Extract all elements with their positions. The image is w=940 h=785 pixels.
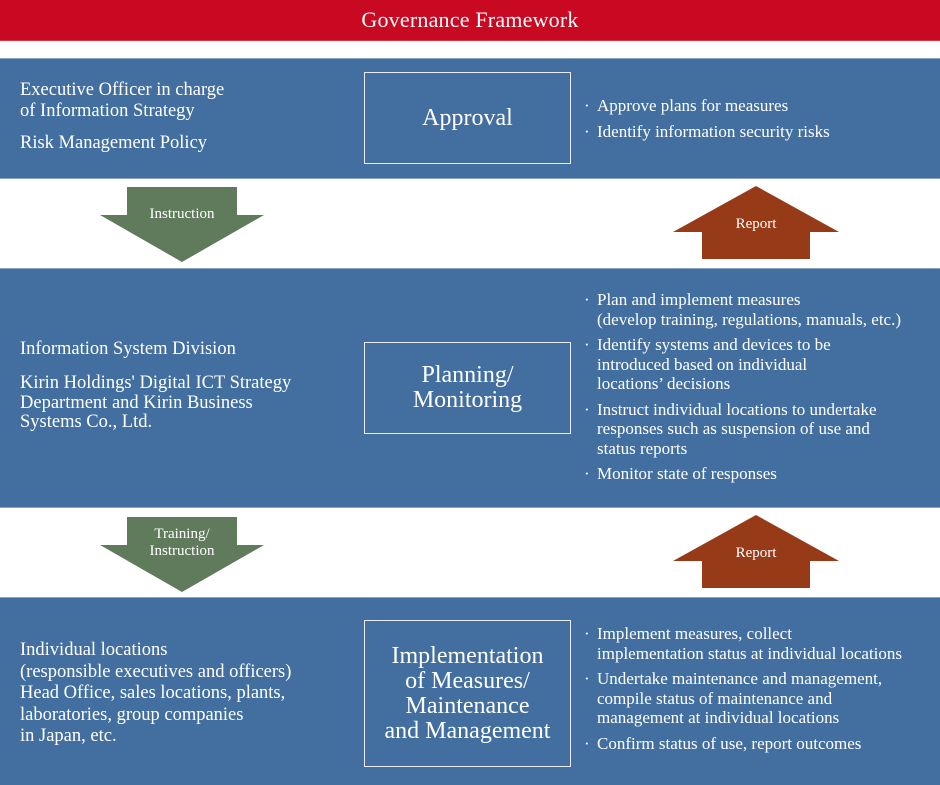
down-arrow-shape	[100, 517, 264, 592]
report-arrow-1: Report	[673, 186, 839, 259]
bullet-icon: ·	[584, 624, 590, 643]
arrow-label: Training/ Instruction	[149, 526, 215, 559]
tier-planning: Information System Division Kirin Holdin…	[0, 268, 940, 508]
bullet-icon: ·	[584, 733, 590, 753]
down-arrow-icon	[100, 517, 264, 592]
arrow-label: Report	[735, 216, 777, 232]
duty-item: ·Instruct individual locations to undert…	[584, 399, 877, 458]
instruction-arrow-1: Instruction	[100, 187, 264, 262]
tier-implementation: Individual locations (responsible execut…	[0, 597, 940, 785]
stage-label: Approval	[422, 104, 513, 131]
bullet-icon: ·	[584, 399, 590, 419]
duty-item: ·Identify information security risks	[584, 121, 830, 141]
owner-line: Individual locations (responsible execut…	[20, 640, 292, 746]
tier-planning-duties: ·Plan and implement measures (develop tr…	[582, 290, 938, 484]
bullet-icon: ·	[584, 669, 590, 688]
up-arrow-icon	[673, 515, 839, 588]
duty-item: ·Implement measures, collect implementat…	[584, 624, 903, 663]
owner-line: Information System Division	[20, 339, 236, 359]
up-arrow-shape	[673, 515, 839, 588]
bullet-icon: ·	[584, 121, 590, 141]
diagram-title: Governance Framework	[361, 7, 579, 32]
stage-label: Planning/ Monitoring	[412, 362, 523, 413]
down-arrow-shape	[100, 187, 264, 262]
duty-item: ·Approve plans for measures	[584, 96, 789, 115]
up-arrow-icon	[673, 186, 839, 259]
up-arrow-shape	[673, 186, 839, 259]
report-arrow-2: Report	[673, 515, 839, 588]
duty-item: ·Plan and implement measures (develop tr…	[584, 290, 902, 329]
duty-item: ·Confirm status of use, report outcomes	[584, 733, 862, 753]
bullet-icon: ·	[584, 290, 590, 309]
tier-approval-duties: ·Approve plans for measures ·Identify in…	[582, 96, 938, 141]
duty-item: ·Monitor state of responses	[584, 464, 777, 483]
arrow-label: Instruction	[149, 206, 215, 222]
tier-implementation-duties: ·Implement measures, collect implementat…	[582, 624, 938, 753]
bullet-icon: ·	[584, 335, 590, 354]
training-instruction-arrow: Training/ Instruction	[100, 517, 264, 592]
owner-line: Risk Management Policy	[20, 133, 208, 153]
tier-approval-owner: Executive Officer in charge of Informati…	[20, 80, 224, 154]
arrow-label: Report	[735, 545, 777, 561]
owner-line: Kirin Holdings' Digital ICT Strategy Dep…	[20, 373, 292, 432]
tier-approval: Executive Officer in charge of Informati…	[0, 58, 940, 179]
duty-item: ·Undertake maintenance and management, c…	[584, 669, 883, 727]
bullet-icon: ·	[584, 96, 590, 115]
title-bar: Governance Framework	[0, 0, 940, 41]
stage-label: Implementation of Measures/ Maintenance …	[384, 642, 551, 744]
stage-box-approval: Approval	[364, 72, 571, 164]
duty-item: ·Identify systems and devices to be intr…	[584, 335, 831, 393]
stage-box-planning-monitoring: Planning/ Monitoring	[364, 342, 571, 434]
owner-line: Executive Officer in charge of Informati…	[20, 80, 225, 121]
down-arrow-icon	[100, 187, 264, 262]
stage-box-implementation: Implementation of Measures/ Maintenance …	[364, 620, 571, 767]
tier-planning-owner: Information System Division Kirin Holdin…	[20, 339, 291, 433]
tier-implementation-owner: Individual locations (responsible execut…	[20, 640, 291, 748]
bullet-icon: ·	[584, 464, 590, 483]
